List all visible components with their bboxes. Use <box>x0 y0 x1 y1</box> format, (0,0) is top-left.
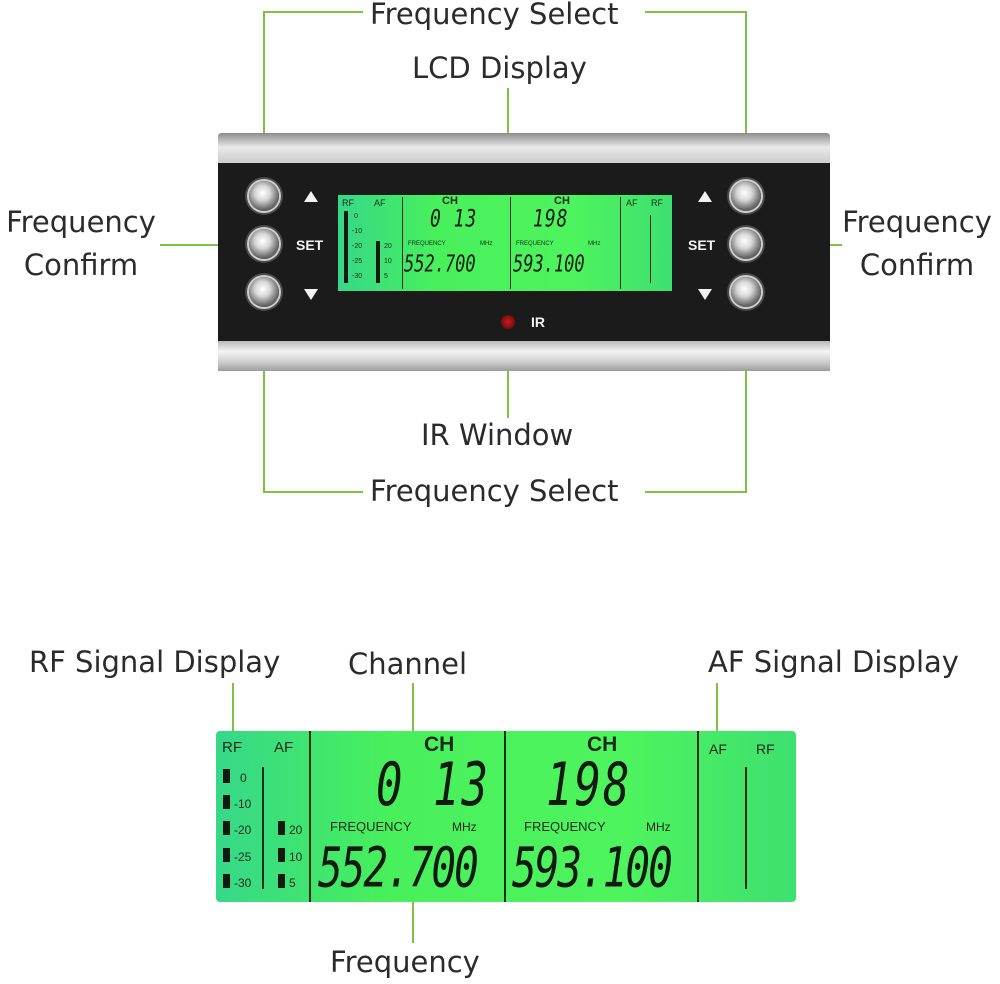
small-lcd-right-meter <box>650 215 651 283</box>
lcd-af-bar-2 <box>278 874 285 888</box>
small-lcd-rf-tick-3: -25 <box>352 258 362 265</box>
panel-trim <box>218 341 830 371</box>
lcd-frequency-label-a: FREQUENCY <box>330 819 412 834</box>
lcd-rf-tick-3: -25 <box>234 850 251 864</box>
small-lcd-af-label-right: AF <box>626 198 638 208</box>
lcd-rf-tick-2: -20 <box>234 823 251 837</box>
lcd-mhz-label-b: MHz <box>646 820 671 834</box>
ir-label: IR <box>531 314 545 330</box>
small-lcd-divider-2 <box>510 197 511 289</box>
label-frequency-confirm-right-line2: Confirm <box>834 244 1000 287</box>
lcd-divider-2 <box>504 731 506 902</box>
small-lcd-rf-label: RF <box>342 198 354 208</box>
lcd-divider-1 <box>309 731 311 902</box>
small-lcd-af-tick-0: 20 <box>384 243 392 250</box>
small-lcd-screen: RF AF 0 -10 -20 -25 -30 20 10 5 CH CH 0 … <box>338 195 672 291</box>
lcd-rf-tick-1: -10 <box>234 797 251 811</box>
small-lcd-af-tick-2: 5 <box>384 273 388 280</box>
lcd-af-label: AF <box>274 739 293 756</box>
small-lcd-rf-tick-1: -10 <box>352 228 362 235</box>
lcd-rf-tick-0: 0 <box>240 771 247 785</box>
lcd-channel-b: 198 <box>546 751 631 820</box>
small-lcd-rf-tick-0: 0 <box>354 213 358 220</box>
label-frequency-confirm-right: Frequency Confirm <box>834 201 1000 287</box>
lcd-channel-a: 0 13 <box>376 751 490 820</box>
lcd-right-meter-line <box>745 767 747 889</box>
lcd-mhz-label-a: MHz <box>452 820 477 834</box>
label-frequency-select-top: Frequency Select <box>370 0 619 29</box>
left-set-knob[interactable] <box>249 229 279 259</box>
small-lcd-channel-b: 198 <box>533 205 569 233</box>
small-lcd-channel-a: 0 13 <box>430 205 477 233</box>
ir-window-sensor <box>501 315 515 329</box>
label-channel: Channel <box>348 650 467 679</box>
lcd-rf-tick-4: -30 <box>234 876 251 890</box>
lcd-af-tick-0: 20 <box>289 823 302 837</box>
small-lcd-rf-tick-4: -30 <box>352 273 362 280</box>
lcd-rf-bar-0 <box>223 769 230 783</box>
right-up-knob[interactable] <box>731 181 761 211</box>
label-frequency-confirm-right-line1: Frequency <box>834 201 1000 244</box>
lcd-rf-bar-4 <box>223 874 230 888</box>
label-rf-signal-display: RF Signal Display <box>29 648 280 677</box>
small-lcd-af-bar <box>376 241 380 283</box>
lcd-rf-bar-3 <box>223 848 230 862</box>
left-down-knob[interactable] <box>249 277 279 307</box>
small-lcd-rf-label-right: RF <box>651 198 663 208</box>
left-down-arrow-icon <box>304 289 318 300</box>
left-up-arrow-icon <box>304 191 318 202</box>
label-frequency-confirm-left: Frequency Confirm <box>0 201 162 287</box>
small-lcd-frequency-label-a: FREQUENCY <box>408 241 446 247</box>
right-down-arrow-icon <box>698 289 712 300</box>
small-lcd-rf-bar <box>344 211 348 283</box>
small-lcd-frequency-a: 552.700 <box>404 251 476 278</box>
small-lcd-divider-3 <box>620 197 621 289</box>
label-frequency-confirm-left-line1: Frequency <box>0 201 162 244</box>
left-up-knob[interactable] <box>249 181 279 211</box>
label-frequency: Frequency <box>330 948 480 977</box>
lcd-af-label-right: AF <box>709 741 727 757</box>
lcd-af-tick-2: 5 <box>289 876 296 890</box>
small-lcd-rf-tick-2: -20 <box>352 243 362 250</box>
lcd-af-bar-0 <box>278 821 285 835</box>
right-down-knob[interactable] <box>731 277 761 307</box>
small-lcd-frequency-label-b: FREQUENCY <box>516 241 554 247</box>
lcd-frequency-b: 593.100 <box>512 835 671 900</box>
small-lcd-mhz-label-a: MHz <box>480 241 492 247</box>
small-lcd-divider-1 <box>402 197 403 289</box>
lcd-af-bar-1 <box>278 848 285 862</box>
left-set-label: SET <box>296 237 323 253</box>
right-set-knob[interactable] <box>731 229 761 259</box>
small-lcd-af-label: AF <box>374 198 386 208</box>
receiver-front-panel: SET SET IR RF AF 0 -10 -20 -25 -30 20 10… <box>218 133 830 371</box>
right-up-arrow-icon <box>698 191 712 202</box>
label-ir-window: IR Window <box>421 421 573 450</box>
right-set-label: SET <box>688 237 715 253</box>
lcd-frequency-a: 552.700 <box>318 835 477 900</box>
enlarged-lcd-screen: RF AF 0 -10 -20 -25 -30 20 10 5 CH CH 0 … <box>216 731 796 902</box>
lcd-rf-bar-1 <box>223 795 230 809</box>
small-lcd-mhz-label-b: MHz <box>588 241 600 247</box>
lcd-rf-label: RF <box>222 739 242 756</box>
lcd-af-tick-1: 10 <box>289 850 302 864</box>
small-lcd-af-tick-1: 10 <box>384 258 392 265</box>
label-lcd-display: LCD Display <box>412 54 587 83</box>
lcd-rf-bar-2 <box>223 821 230 835</box>
label-frequency-select-bottom: Frequency Select <box>370 477 619 506</box>
lcd-rf-label-right: RF <box>756 741 775 757</box>
lcd-divider-3 <box>697 731 699 902</box>
lcd-frequency-label-b: FREQUENCY <box>524 819 606 834</box>
small-lcd-frequency-b: 593.100 <box>513 251 585 278</box>
lcd-rf-meter-line <box>262 767 264 889</box>
label-frequency-confirm-left-line2: Confirm <box>0 244 162 287</box>
label-af-signal-display: AF Signal Display <box>708 648 959 677</box>
